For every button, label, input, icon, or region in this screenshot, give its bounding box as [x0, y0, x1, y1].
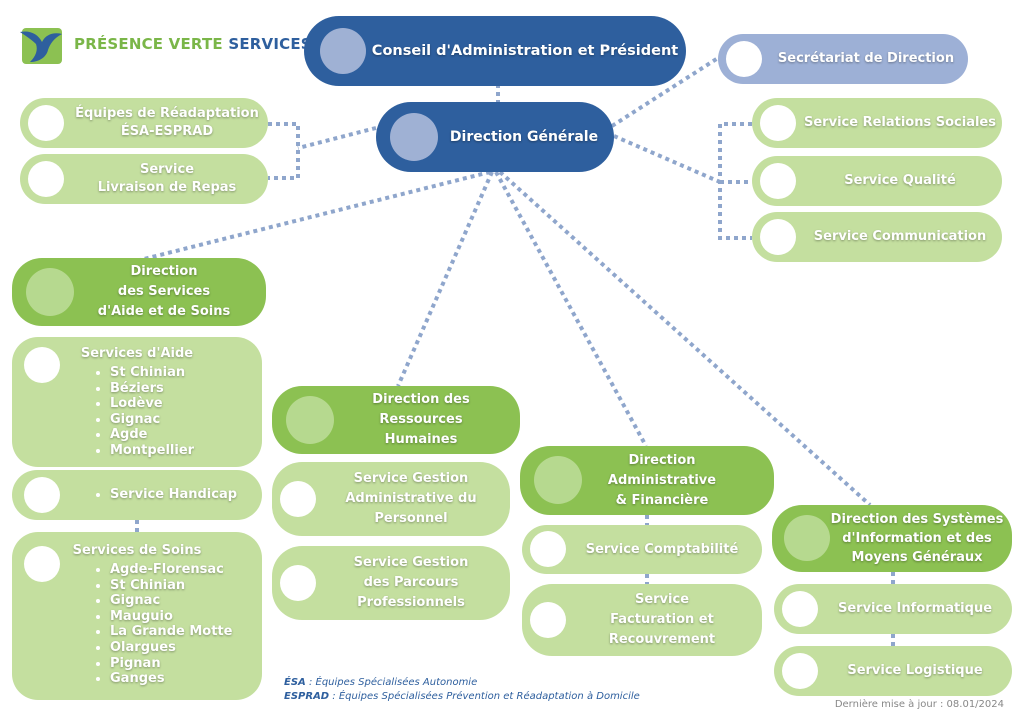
handicap-list: Service Handicap [12, 487, 237, 503]
list-item: Montpellier [110, 443, 262, 459]
node-dot [280, 565, 316, 601]
node-dot [530, 531, 566, 567]
list-item: Béziers [110, 381, 262, 397]
node-dot [530, 602, 566, 638]
care-services-title: Services de Soins [72, 543, 202, 558]
logo [18, 22, 298, 68]
communication-box: Service Communication [752, 212, 1002, 262]
list-item: Service Handicap [110, 487, 237, 503]
node-dot [28, 105, 64, 141]
finance-direction-box: Direction Administrative & Financière [520, 446, 774, 515]
node-dot [280, 481, 316, 517]
brand-name: PRÉSENCE VERTE SERVICES [74, 35, 312, 53]
node-dot [534, 456, 582, 504]
board-box: Conseil d'Administration et Président [304, 16, 686, 86]
list-item: St Chinian [110, 365, 262, 381]
care-services-box: Services de Soins Agde-Florensac St Chin… [12, 532, 262, 700]
quality-box: Service Qualité [752, 156, 1002, 206]
list-item: Mauguio [110, 609, 262, 625]
node-dot [784, 515, 830, 561]
list-item: Agde-Florensac [110, 562, 262, 578]
computing-box: Service Informatique [774, 584, 1012, 634]
hr-direction-box: Direction des Ressources Humaines [272, 386, 520, 454]
node-dot [286, 396, 334, 444]
general-direction-box: Direction Générale [376, 102, 614, 172]
list-item: St Chinian [110, 578, 262, 594]
meals-box: Service Livraison de Repas [20, 154, 268, 204]
dove-icon [20, 28, 62, 64]
esa-box: Équipes de Réadaptation ÉSA-ESPRAD [20, 98, 268, 148]
list-item: Gignac [110, 412, 262, 428]
node-dot [782, 653, 818, 689]
hr-admin-box: Service Gestion Administrative du Person… [272, 462, 510, 536]
node-dot [24, 546, 60, 582]
list-item: La Grande Motte [110, 624, 262, 640]
node-dot [26, 268, 74, 316]
list-item: Agde [110, 427, 262, 443]
node-dot [28, 161, 64, 197]
node-dot [782, 591, 818, 627]
secretariat-box: Secrétariat de Direction [718, 34, 968, 84]
legend: ÉSA : Équipes Spécialisées Autonomie ESP… [284, 677, 640, 702]
node-dot [760, 163, 796, 199]
node-dot [24, 477, 60, 513]
list-item: Pignan [110, 656, 262, 672]
logistics-box: Service Logistique [774, 646, 1012, 696]
node-dot [760, 219, 796, 255]
last-update: Dernière mise à jour : 08.01/2024 [834, 699, 1004, 710]
hr-careers-box: Service Gestion des Parcours Professionn… [272, 546, 510, 620]
billing-box: Service Facturation et Recouvrement [522, 584, 762, 656]
aid-services-list: St Chinian Béziers Lodève Gignac Agde Mo… [12, 365, 262, 459]
node-dot [24, 347, 60, 383]
node-dot [760, 105, 796, 141]
node-dot [320, 28, 366, 74]
list-item: Lodève [110, 396, 262, 412]
list-item: Gignac [110, 593, 262, 609]
social-relations-box: Service Relations Sociales [752, 98, 1002, 148]
it-direction-box: Direction des Systèmes d'Information et … [772, 505, 1012, 572]
aid-direction-box: Direction des Services d'Aide et de Soin… [12, 258, 266, 326]
node-dot [726, 41, 762, 77]
care-services-list: Agde-Florensac St Chinian Gignac Mauguio… [12, 562, 262, 687]
aid-services-title: Services d'Aide [80, 346, 194, 361]
handicap-box: Service Handicap [12, 470, 262, 520]
aid-services-box: Services d'Aide St Chinian Béziers Lodèv… [12, 337, 262, 467]
accounting-box: Service Comptabilité [522, 525, 762, 574]
node-dot [390, 113, 438, 161]
list-item: Ganges [110, 671, 262, 687]
list-item: Olargues [110, 640, 262, 656]
